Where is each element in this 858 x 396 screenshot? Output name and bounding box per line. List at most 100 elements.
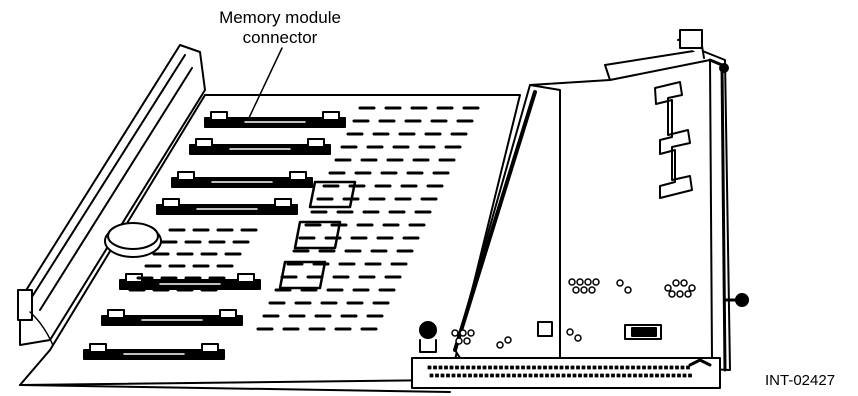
pin [554,365,558,370]
pin [482,365,487,370]
pin [444,365,448,370]
callout-line-2: connector [242,28,318,47]
pin [649,373,654,378]
power-supply-housing [419,29,749,372]
pin [490,373,494,378]
pin [466,365,470,370]
pin [462,373,467,378]
memory-connectors [83,111,346,360]
pin [528,373,533,378]
pin [644,373,648,378]
pin [495,373,500,378]
pin [570,365,575,370]
pin [609,365,613,370]
pin [598,365,602,370]
pin [526,365,531,370]
pin [433,365,437,370]
pin [479,373,483,378]
pin [429,373,434,378]
pin [501,373,505,378]
pin [440,373,445,378]
pin [653,365,657,370]
memory-slot [83,343,225,360]
memory-slot [189,138,331,155]
pin [532,365,536,370]
pin [460,365,465,370]
pin [559,365,564,370]
pin [666,373,670,378]
pin [493,365,498,370]
pin [506,373,511,378]
pin [512,373,516,378]
pin [468,373,472,378]
pin [534,373,538,378]
figure-code: INT-02427 [765,372,836,389]
pin [457,373,461,378]
pin [473,373,478,378]
pin [655,373,659,378]
board-traces [128,106,480,331]
pin [622,373,626,378]
pin [581,365,586,370]
pin [616,373,621,378]
pin [686,365,690,370]
callout-line-1: Memory module [219,8,341,27]
pin [587,365,591,370]
callout-leader-line [247,47,283,121]
pin [633,373,637,378]
pin [510,365,514,370]
pin [435,373,439,378]
pin [446,373,450,378]
pin [658,365,663,370]
pin [504,365,509,370]
pin [523,373,527,378]
pin [647,365,652,370]
pin [521,365,525,370]
pin [605,373,610,378]
pin [477,365,481,370]
pin [515,365,520,370]
tray-side-wall [17,44,206,381]
pin [537,365,542,370]
memory-slot [101,309,243,326]
pin [627,373,632,378]
pin [583,373,588,378]
pin [565,365,569,370]
pin [572,373,577,378]
pin [455,365,459,370]
pin [688,373,692,378]
pin [438,365,443,370]
pin [499,365,503,370]
pin [539,373,544,378]
pin [660,373,665,378]
pin [517,373,522,378]
pin [427,365,432,370]
edge-connector [411,357,721,389]
memory-slot [156,198,298,215]
pin [680,365,685,370]
memory-slot [171,171,313,188]
pin [636,365,641,370]
pin [638,373,643,378]
pin [548,365,553,370]
pin [471,365,476,370]
pin [589,373,593,378]
tray-floor [19,94,521,393]
pin [664,365,668,370]
pin [567,373,571,378]
pin [614,365,619,370]
pin [543,365,547,370]
pin [545,373,549,378]
pin [642,365,646,370]
pin [669,365,674,370]
pin [620,365,624,370]
pin [576,365,580,370]
chips [278,180,357,290]
pin [561,373,566,378]
memory-module-connector-label: Memory module connector [205,8,355,48]
pin [631,365,635,370]
pin [611,373,615,378]
pin [677,373,681,378]
pin [675,365,679,370]
